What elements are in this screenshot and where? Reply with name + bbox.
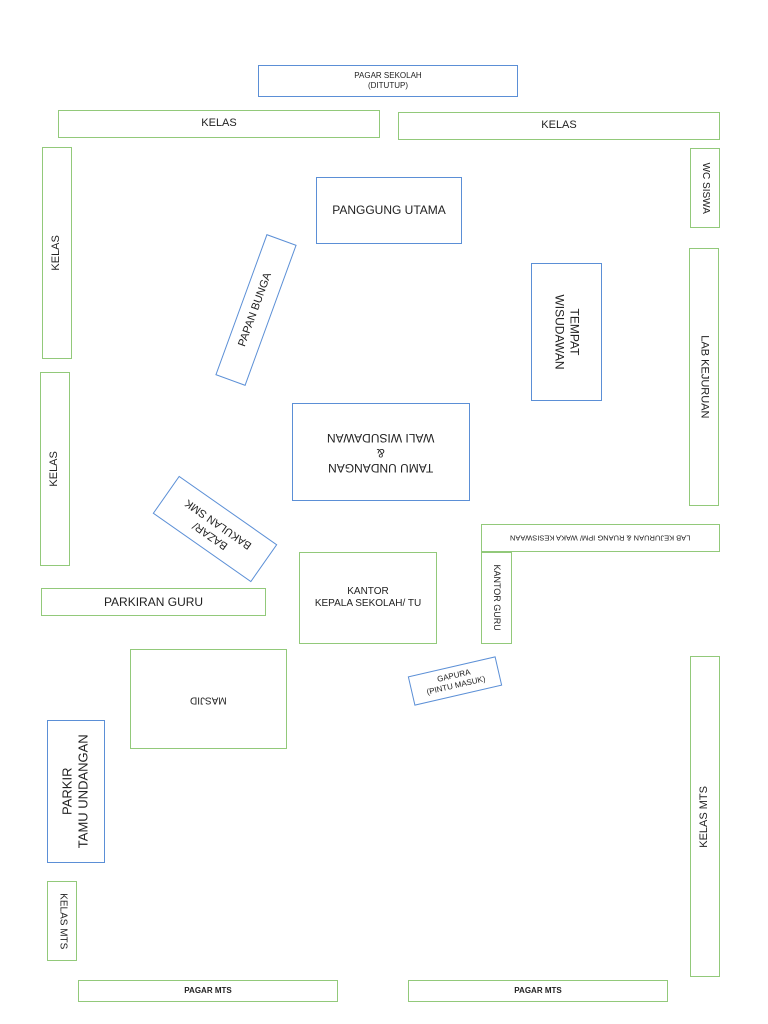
tempat-wisudawan-box: TEMPAT WISUDAWAN bbox=[531, 263, 602, 401]
tamu-undangan-box: TAMU UNDANGAN & WALI WISUDAWAN bbox=[292, 403, 470, 501]
gapura-box: GAPURA (PINTU MASUK) bbox=[407, 656, 503, 706]
kelas-top-right-label: KELAS bbox=[541, 119, 577, 132]
lab-ruang-ipm-box: LAB KEJURUAN & RUANG IPM/ WAKA KESISWAAN bbox=[481, 524, 720, 552]
masjid-label: MASJID bbox=[190, 694, 227, 706]
lab-ruang-ipm-label: LAB KEJURUAN & RUANG IPM/ WAKA KESISWAAN bbox=[510, 533, 691, 543]
kelas-mts-right-box: KELAS MTS bbox=[690, 656, 720, 977]
kelas-left-lower-box: KELAS bbox=[40, 372, 70, 566]
parkiran-guru-box: PARKIRAN GURU bbox=[41, 588, 266, 616]
pagar-mts-right-box: PAGAR MTS bbox=[408, 980, 668, 1002]
kelas-left-lower-label: KELAS bbox=[48, 451, 61, 487]
kelas-mts-right-label: KELAS MTS bbox=[698, 785, 711, 848]
panggung-utama-box: PANGGUNG UTAMA bbox=[316, 177, 462, 244]
pagar-sekolah-label: PAGAR SEKOLAH (DITUTUP) bbox=[354, 71, 422, 90]
pagar-mts-right-label: PAGAR MTS bbox=[514, 986, 562, 995]
wc-siswa-box: WC SISWA bbox=[690, 148, 720, 228]
kelas-left-upper-label: KELAS bbox=[50, 235, 63, 271]
pagar-mts-left-label: PAGAR MTS bbox=[184, 986, 232, 995]
lab-kejuruan-box: LAB KEJURUAN bbox=[689, 248, 719, 506]
papan-bunga-box: PAPAN BUNGA bbox=[215, 234, 297, 386]
kantor-guru-box: KANTOR GURU bbox=[481, 552, 512, 644]
pagar-sekolah-box: PAGAR SEKOLAH (DITUTUP) bbox=[258, 65, 518, 97]
kelas-left-upper-box: KELAS bbox=[42, 147, 72, 359]
kelas-mts-left-box: KELAS MTS bbox=[47, 881, 77, 961]
kantor-kepala-label: KANTOR KEPALA SEKOLAH/ TU bbox=[314, 585, 422, 610]
papan-bunga-label: PAPAN BUNGA bbox=[236, 271, 275, 349]
lab-kejuruan-label: LAB KEJURUAN bbox=[698, 335, 711, 419]
kantor-kepala-box: KANTOR KEPALA SEKOLAH/ TU bbox=[299, 552, 437, 644]
parkiran-guru-label: PARKIRAN GURU bbox=[103, 594, 204, 609]
tempat-wisudawan-label: TEMPAT WISUDAWAN bbox=[552, 294, 582, 370]
masjid-box: MASJID bbox=[130, 649, 287, 749]
parkir-tamu-box: PARKIR TAMU UNDANGAN bbox=[47, 720, 105, 863]
gapura-label: GAPURA (PINTU MASUK) bbox=[425, 667, 487, 697]
kelas-top-left-label: KELAS bbox=[201, 117, 237, 130]
kelas-mts-left-label: KELAS MTS bbox=[57, 892, 69, 950]
kelas-top-right-box: KELAS bbox=[398, 112, 720, 140]
parkir-tamu-label: PARKIR TAMU UNDANGAN bbox=[59, 734, 91, 849]
bazar-box: BAZAR/ BAKULAN SMK bbox=[152, 475, 278, 583]
bazar-label: BAZAR/ BAKULAN SMK bbox=[182, 496, 254, 552]
panggung-utama-label: PANGGUNG UTAMA bbox=[332, 203, 446, 217]
wc-siswa-label: WC SISWA bbox=[700, 162, 712, 214]
kelas-top-left-box: KELAS bbox=[58, 110, 380, 138]
kantor-guru-label: KANTOR GURU bbox=[492, 564, 503, 632]
pagar-mts-left-box: PAGAR MTS bbox=[78, 980, 338, 1002]
tamu-undangan-label: TAMU UNDANGAN & WALI WISUDAWAN bbox=[327, 430, 435, 475]
